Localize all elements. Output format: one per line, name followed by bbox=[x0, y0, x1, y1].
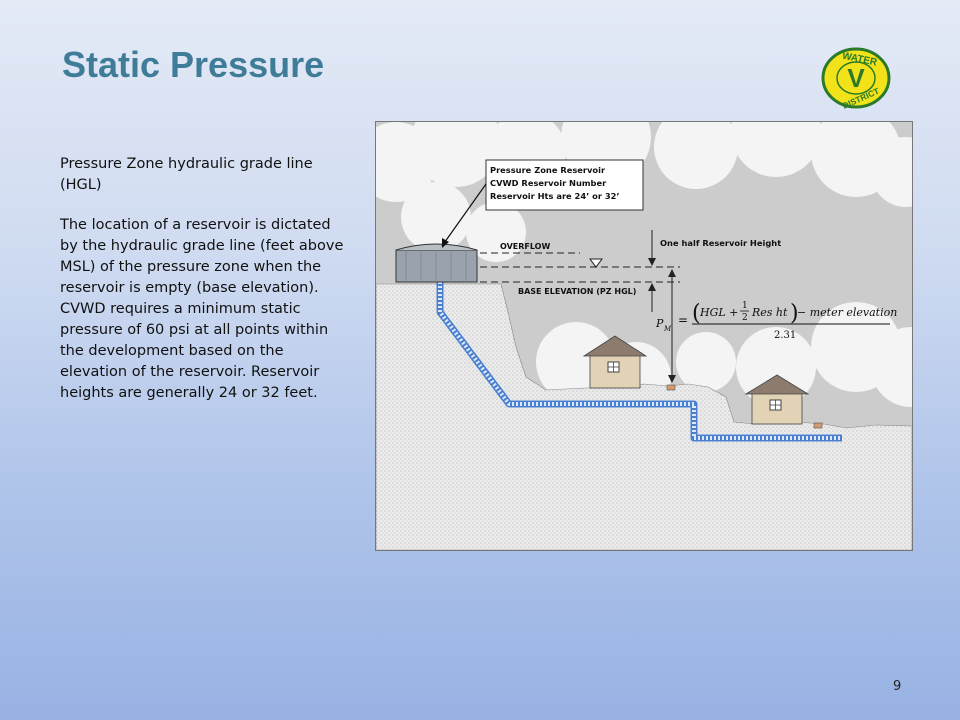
pressure-arrow-down bbox=[668, 375, 676, 383]
formula-res-ht: Res ht bbox=[751, 306, 788, 319]
static-pressure-diagram: Pressure Zone Reservoir CVWD Reservoir N… bbox=[375, 121, 913, 551]
reservoir-callout: Pressure Zone Reservoir CVWD Reservoir N… bbox=[441, 159, 644, 248]
page-number: 9 bbox=[893, 679, 902, 694]
formula-half-num: 1 bbox=[742, 301, 748, 311]
formula-half-den: 2 bbox=[742, 313, 748, 323]
formula-lhs: P bbox=[655, 317, 664, 330]
house-1 bbox=[582, 335, 648, 389]
overflow-label: OVERFLOW bbox=[500, 242, 550, 251]
ground bbox=[376, 283, 912, 550]
half-height-label: One half Reservoir Height bbox=[660, 238, 781, 248]
pressure-arrow-up bbox=[668, 269, 676, 277]
base-elevation-label: BASE ELEVATION (PZ HGL) bbox=[518, 287, 636, 296]
callout-line-1: Pressure Zone Reservoir bbox=[490, 165, 606, 175]
water-district-logo: WATER V DISTRICT bbox=[821, 47, 891, 110]
formula-equals: = bbox=[678, 313, 688, 327]
formula-denominator: 2.31 bbox=[774, 330, 796, 341]
formula-hgl: HGL + bbox=[699, 306, 738, 319]
half-height-arrow-down bbox=[648, 258, 656, 266]
water-level-marker bbox=[589, 258, 603, 268]
callout-line-2: CVWD Reservoir Number bbox=[490, 178, 607, 188]
pressure-formula: P M = ( HGL + 1 2 Res ht ) − meter eleva… bbox=[655, 301, 897, 341]
house-2 bbox=[744, 374, 810, 425]
slide-title: Static Pressure bbox=[62, 44, 325, 85]
logo-oval bbox=[821, 47, 891, 109]
body-text: Pressure Zone hydraulic grade line (HGL)… bbox=[60, 154, 350, 423]
formula-tail: − meter elevation bbox=[797, 306, 897, 319]
formula-open-paren: ( bbox=[692, 301, 701, 326]
formula-lhs-sub: M bbox=[663, 325, 672, 333]
callout-line-3: Reservoir Hts are 24’ or 32’ bbox=[490, 191, 620, 201]
half-height-arrow-up bbox=[648, 283, 656, 291]
formula-close-paren: ) bbox=[790, 301, 799, 326]
logo-letter: V bbox=[847, 63, 865, 93]
body-paragraph-2: The location of a reservoir is dictated … bbox=[60, 217, 344, 401]
diagram-svg: Pressure Zone Reservoir CVWD Reservoir N… bbox=[376, 122, 912, 550]
meter-2 bbox=[813, 422, 823, 429]
meter-1 bbox=[666, 384, 676, 391]
body-paragraph-1: Pressure Zone hydraulic grade line (HGL) bbox=[60, 156, 313, 193]
reservoir-tank bbox=[395, 243, 478, 283]
